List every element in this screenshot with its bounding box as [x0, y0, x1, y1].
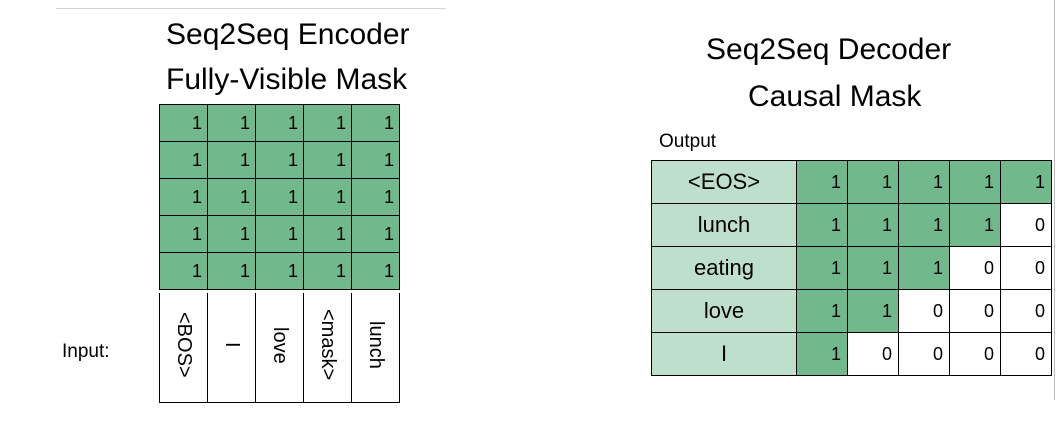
decoder-output-token: love	[651, 289, 797, 333]
encoder-mask-cell: 1	[207, 141, 256, 179]
right-edge-rule	[1054, 0, 1055, 400]
encoder-mask-cell: 1	[351, 141, 400, 179]
encoder-input-token: lunch	[351, 293, 400, 403]
decoder-mask-cell: 0	[1000, 246, 1052, 290]
encoder-mask-cell: 1	[207, 104, 256, 142]
input-label: Input:	[62, 341, 110, 362]
decoder-output-token: <EOS>	[651, 160, 797, 204]
decoder-mask-cell: 0	[1000, 289, 1052, 333]
decoder-mask-cell: 1	[796, 332, 848, 376]
decoder-mask-cell: 1	[796, 203, 848, 247]
decoder-output-token: I	[651, 332, 797, 376]
decoder-mask-cell: 1	[847, 203, 899, 247]
encoder-mask-cell: 1	[255, 141, 304, 179]
encoder-input-token: <mask>	[303, 293, 352, 403]
decoder-mask-cell: 1	[898, 160, 950, 204]
decoder-mask-cell: 0	[898, 289, 950, 333]
encoder-mask-cell: 1	[207, 252, 256, 290]
decoder-mask-cell: 1	[847, 160, 899, 204]
encoder-mask-cell: 1	[207, 215, 256, 253]
decoder-mask-cell: 1	[847, 289, 899, 333]
encoder-mask-cell: 1	[351, 178, 400, 216]
decoder-mask-cell: 1	[796, 246, 848, 290]
encoder-mask-cell: 1	[159, 104, 208, 142]
encoder-mask-cell: 1	[351, 104, 400, 142]
encoder-mask-cell: 1	[303, 104, 352, 142]
decoder-mask-cell: 1	[898, 203, 950, 247]
encoder-mask-cell: 1	[351, 215, 400, 253]
encoder-input-token: love	[255, 293, 304, 403]
encoder-mask-cell: 1	[159, 141, 208, 179]
decoder-mask-cell: 1	[796, 160, 848, 204]
decoder-mask-cell: 0	[949, 246, 1001, 290]
encoder-mask-cell: 1	[303, 178, 352, 216]
encoder-input-token: I	[207, 293, 256, 403]
decoder-mask-cell: 0	[847, 332, 899, 376]
encoder-mask-cell: 1	[303, 252, 352, 290]
decoder-mask-cell: 0	[1000, 203, 1052, 247]
decoder-mask-cell: 1	[949, 203, 1001, 247]
encoder-mask-cell: 1	[159, 215, 208, 253]
encoder-mask-cell: 1	[255, 252, 304, 290]
decoder-mask-cell: 1	[1000, 160, 1052, 204]
decoder-mask-cell: 1	[949, 160, 1001, 204]
encoder-mask-cell: 1	[207, 178, 256, 216]
decoder-title: Seq2Seq Decoder	[706, 33, 952, 66]
encoder-mask-cell: 1	[255, 104, 304, 142]
encoder-mask-cell: 1	[255, 215, 304, 253]
encoder-mask-cell: 1	[351, 252, 400, 290]
encoder-mask-cell: 1	[303, 215, 352, 253]
output-label: Output	[659, 131, 717, 152]
decoder-mask-cell: 0	[898, 332, 950, 376]
decoder-mask-cell: 1	[898, 246, 950, 290]
decoder-mask-cell: 0	[949, 289, 1001, 333]
decoder-output-token: eating	[651, 246, 797, 290]
encoder-mask-cell: 1	[255, 178, 304, 216]
decoder-output-token: lunch	[651, 203, 797, 247]
decoder-mask-cell: 1	[847, 246, 899, 290]
encoder-mask-cell: 1	[159, 178, 208, 216]
encoder-subtitle: Fully-Visible Mask	[166, 63, 408, 96]
encoder-title: Seq2Seq Encoder	[166, 18, 410, 51]
decoder-mask-cell: 1	[796, 289, 848, 333]
decoder-subtitle: Causal Mask	[748, 80, 922, 113]
encoder-mask-cell: 1	[303, 141, 352, 179]
encoder-mask-cell: 1	[159, 252, 208, 290]
decoder-mask-cell: 0	[949, 332, 1001, 376]
top-rule	[56, 8, 446, 9]
encoder-input-token: <BOS>	[159, 293, 208, 403]
decoder-mask-cell: 0	[1000, 332, 1052, 376]
